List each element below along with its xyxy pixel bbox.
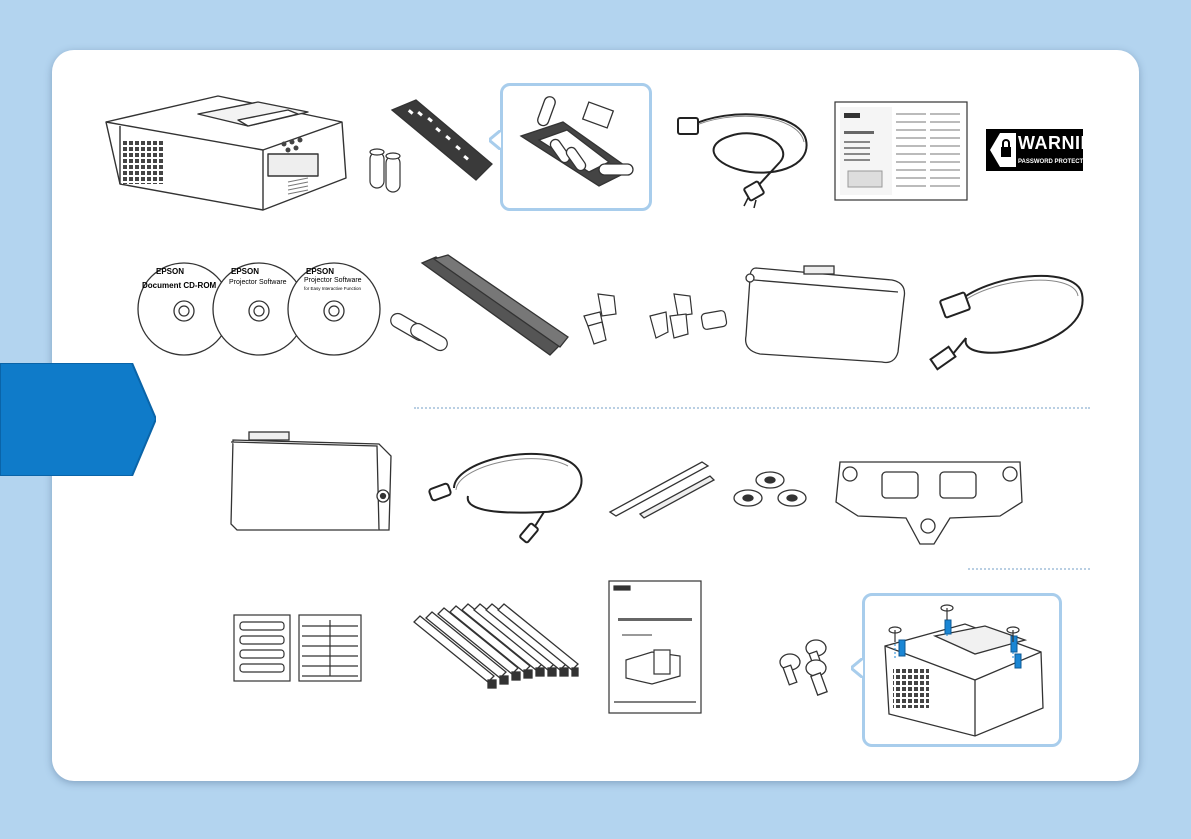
screws-image <box>776 636 846 698</box>
disc-title: Projector Software <box>304 277 362 284</box>
disc-title: Document CD-ROM <box>142 281 217 290</box>
screw-install-callout <box>851 593 1062 747</box>
section-tab <box>0 362 158 477</box>
quick-start-manual-image <box>834 101 968 201</box>
password-warning-label: WARNING PASSWORD PROTECTED <box>986 129 1109 171</box>
mounting-plate-image <box>830 456 1030 548</box>
battery-insertion-callout <box>489 83 652 211</box>
remote-control-image <box>366 98 502 202</box>
spacers-image <box>606 460 716 519</box>
wall-mount-guide-image <box>608 580 702 714</box>
pen-tips-image <box>578 290 632 346</box>
washers-image <box>733 468 807 512</box>
soft-pen-tips-image <box>644 288 730 346</box>
pen-case-image <box>738 258 912 366</box>
disc-brand: EPSON <box>231 267 260 276</box>
touch-unit-image <box>229 430 393 534</box>
section-divider <box>414 407 1090 409</box>
power-cord-image <box>670 92 818 209</box>
disc-brand: EPSON <box>306 267 335 276</box>
label-sheet-1 <box>233 614 291 682</box>
warning-subtitle: PASSWORD PROTECTED <box>1018 159 1092 165</box>
disc-document-cd-rom: EPSON Document CD-ROM <box>136 261 232 357</box>
cable-ties-image <box>413 602 579 692</box>
usb-cable-image <box>926 264 1086 371</box>
disc-brand: EPSON <box>156 267 185 276</box>
section-divider <box>968 568 1090 570</box>
disc-easy-interactive-software: EPSON Projector Software for Easy Intera… <box>286 261 382 357</box>
label-sheet-2 <box>298 614 362 682</box>
projector-image <box>98 92 350 214</box>
disc-subtitle: for Easy Interactive Function <box>304 286 362 291</box>
connection-cable-image <box>424 442 584 544</box>
disc-title: Projector Software <box>229 279 287 286</box>
interactive-pens-image <box>390 254 570 359</box>
warning-title: WARNING <box>1018 133 1109 153</box>
